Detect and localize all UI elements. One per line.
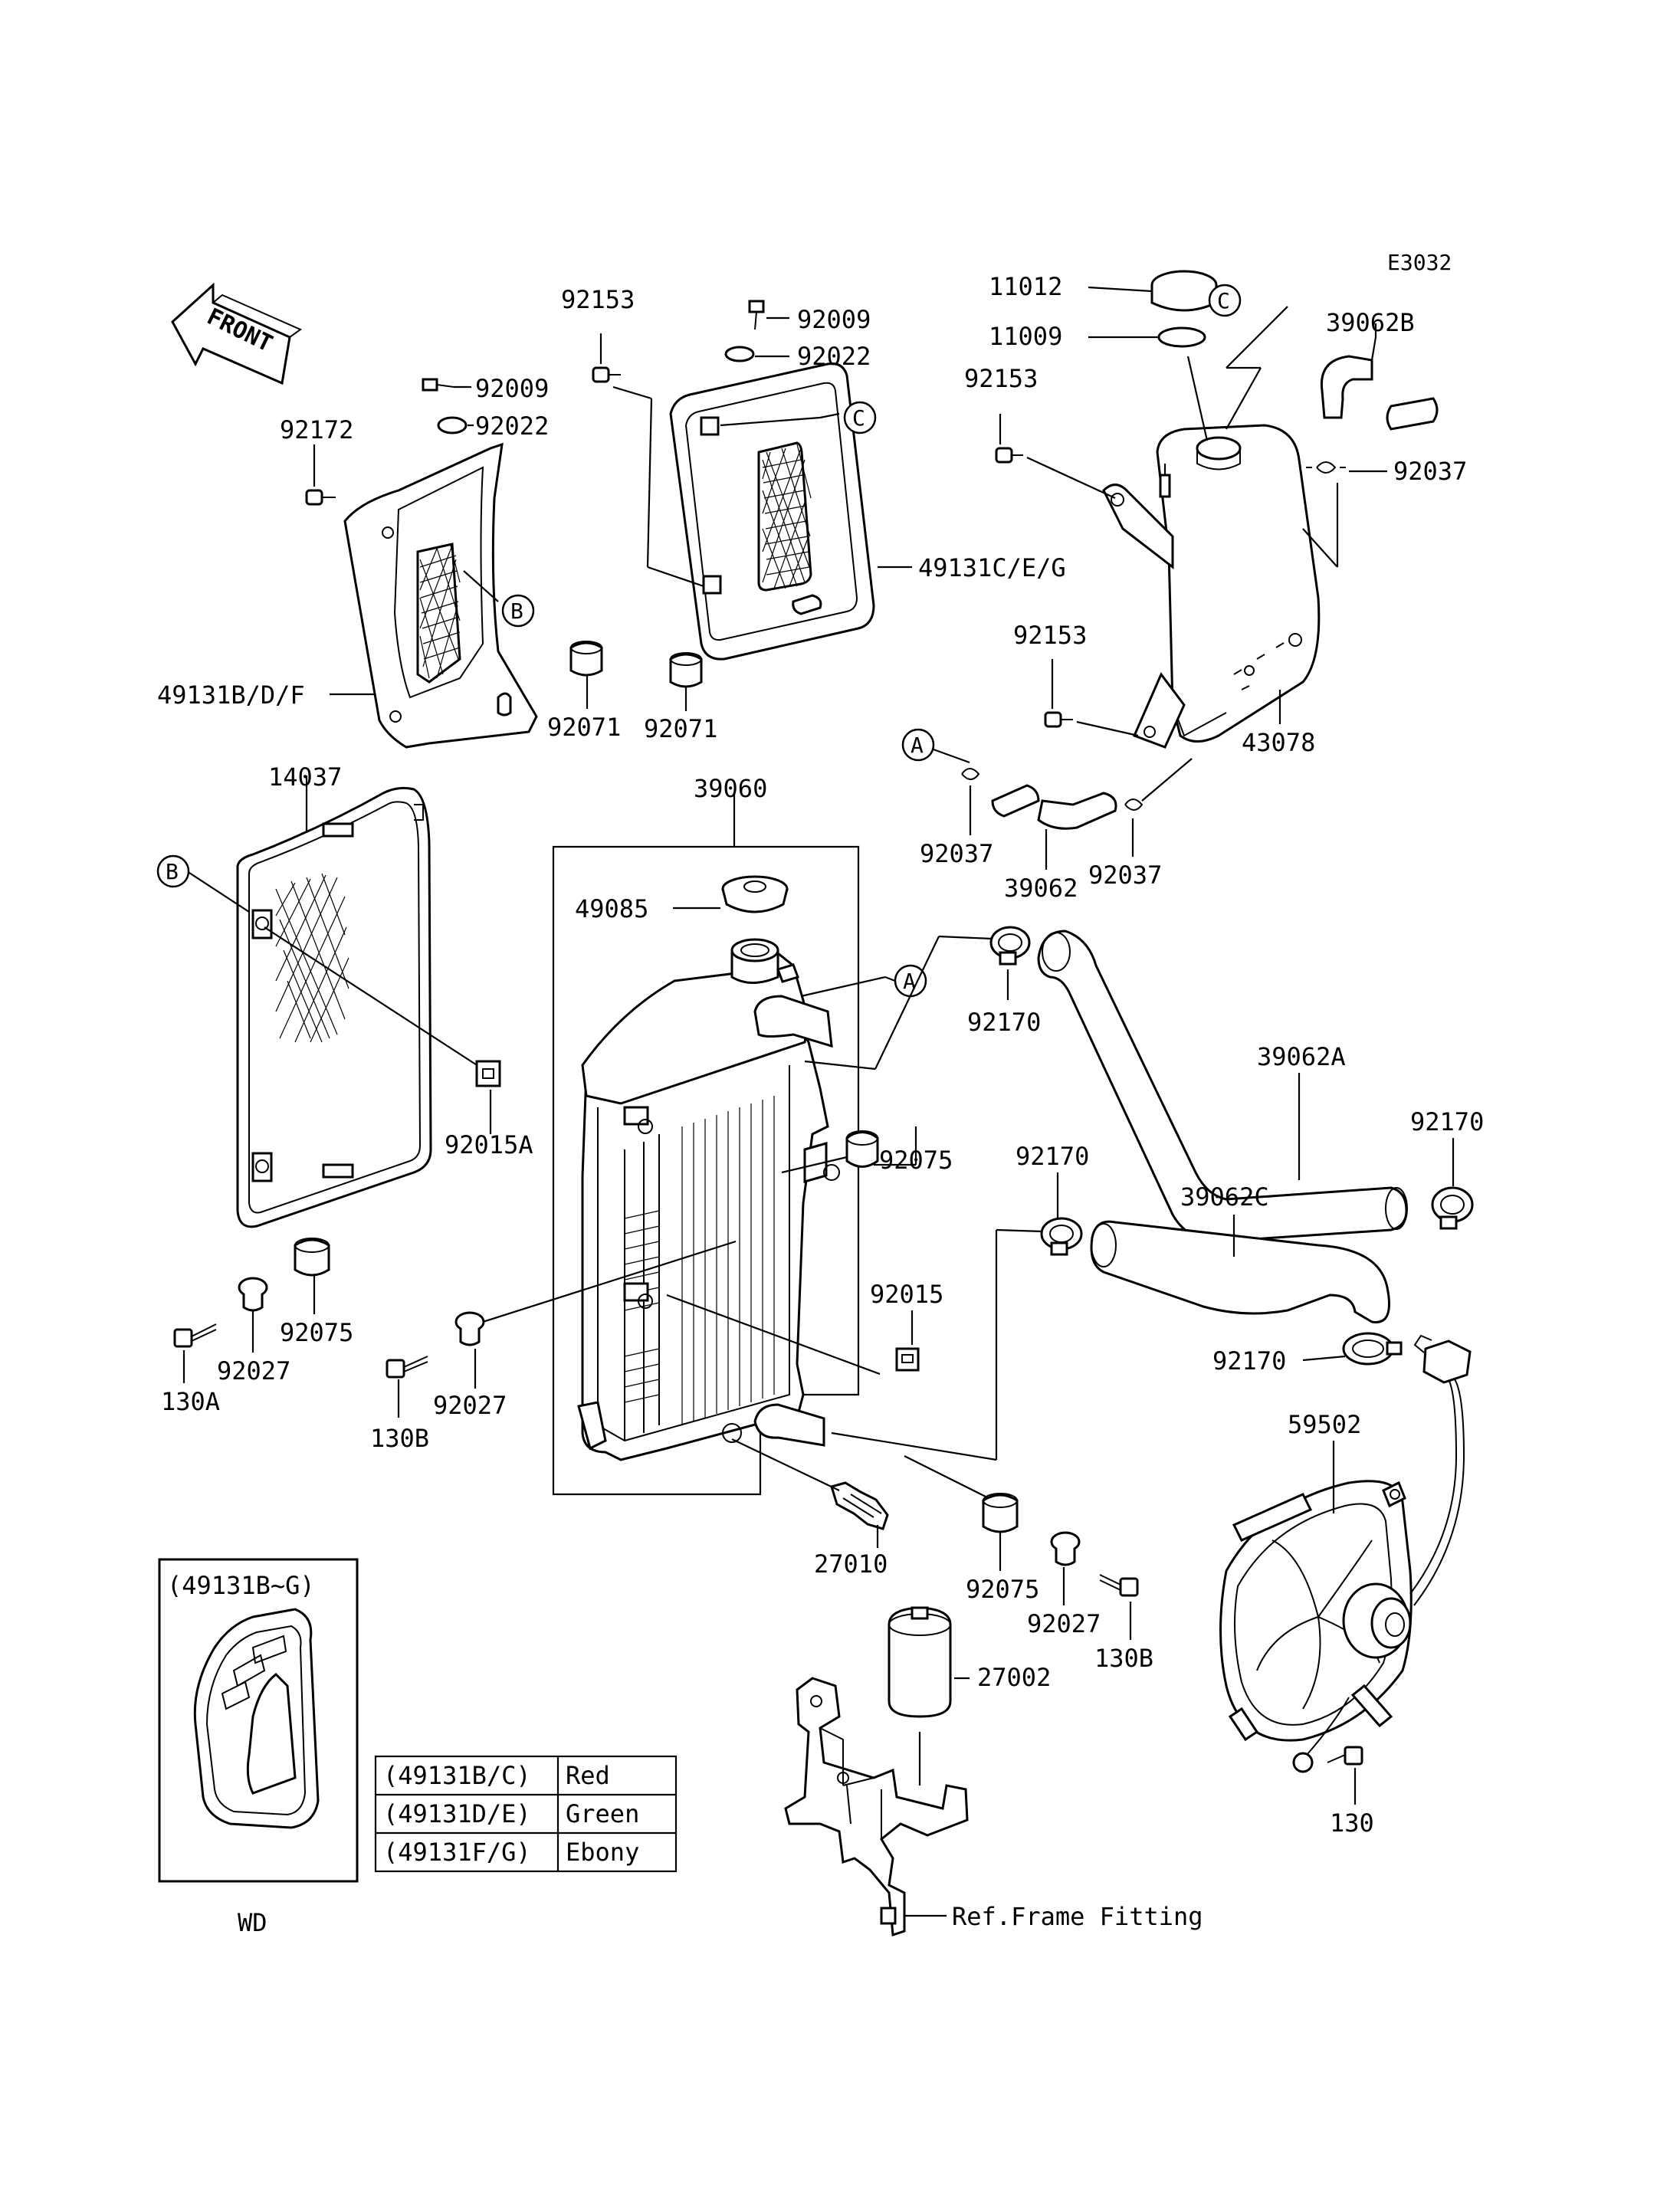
label-49131CEG: 49131C/E/G [918,553,1066,582]
label-92027-left: 92027 [217,1356,290,1385]
bolt-130B-right [1099,1574,1139,1597]
ref-circle-c-shroud: C [852,405,865,431]
temp-sensor-27010: 27010 [731,1438,889,1579]
lower-hose-39062C: 39062C 92170 92170 [831,1142,1403,1461]
label-39062A: 39062A [1257,1042,1346,1071]
label-11009: 11009 [989,322,1062,351]
clamp-92170-low [1342,1332,1403,1366]
grommet-92075-mid [845,1130,879,1168]
radiator-39060: 39060 49085 [552,774,943,1496]
color-table-color-3: Ebony [566,1838,639,1867]
screw-92009-left [422,378,454,392]
clamp-92170-right [1431,1186,1474,1230]
left-shroud-assembly: 49131B/D/F 92172 92009 92022 B [157,374,549,749]
grommet-92071-right [669,652,703,688]
decal-box-caption: WD [238,1908,267,1937]
screw-92153-tank-bottom [1044,711,1073,728]
label-130B-left: 130B [370,1424,429,1453]
label-92027-mid: 92027 [433,1391,507,1420]
label-27010: 27010 [814,1549,888,1579]
label-92037-top: 92037 [1393,457,1467,486]
bolt-130 [1327,1746,1363,1766]
part-27002-and-bracket: 27002 Ref.Frame Fitting [784,1606,1203,1937]
clip-92015A [475,1060,501,1087]
label-92015A: 92015A [445,1130,533,1159]
diagram-code: E3032 [1387,250,1452,275]
label-130B-right: 130B [1094,1644,1153,1673]
collar-92027-mid [454,1311,485,1346]
label-92022-right: 92022 [797,342,871,371]
label-49085: 49085 [575,894,648,923]
front-arrow-icon: FRONT [171,282,303,385]
label-39062: 39062 [1004,874,1078,903]
clamp-92170-top [989,926,1031,966]
label-27002: 27002 [977,1663,1051,1692]
label-92027-low: 92027 [1027,1609,1101,1638]
label-92022-left: 92022 [475,412,549,441]
decal-inset: (49131B~G) WD [158,1558,359,1937]
label-92009-right: 92009 [797,305,871,334]
label-92015: 92015 [870,1280,943,1309]
label-39062B: 39062B [1326,308,1415,337]
label-130: 130 [1330,1808,1374,1838]
bolt-130A [173,1323,217,1348]
collar-92027-low [1050,1531,1081,1566]
color-table-color-1: Red [566,1761,610,1790]
ref-circle-b-shroud: B [510,598,523,624]
label-92009-left: 92009 [475,374,549,403]
reserve-tank-assembly: 11012 11009 39062B 92037 [964,270,1467,757]
upper-hose-39062A: 39062A 92170 92170 [804,926,1484,1243]
label-92037-left: 92037 [920,839,993,868]
color-table-part-2: (49131D/E) [383,1799,531,1828]
ref-circle-c-tank: C [1217,288,1230,313]
label-39062C: 39062C [1180,1182,1269,1212]
label-11012: 11012 [989,272,1062,301]
color-table-part-3: (49131F/G) [383,1838,531,1867]
label-92153-tank-bottom: 92153 [1013,621,1087,650]
label-92037-right: 92037 [1088,861,1162,890]
ref-circle-a-radiator: A [903,969,916,994]
grommet-92075-left [294,1238,330,1277]
screw-92172 [305,489,336,506]
label-92153-shroud: 92153 [561,285,635,314]
right-shroud-assembly: 49131C/E/G 92153 92009 92022 C [561,285,1066,661]
label-39060: 39060 [694,774,767,803]
label-43078: 43078 [1242,728,1315,757]
label-92071-right: 92071 [644,714,717,743]
screw-92009-right [748,300,765,330]
radiator-guard-14037: 14037 B 92015A [156,762,533,1228]
label-92153-tank-top: 92153 [964,364,1038,393]
collar-92027-left [238,1277,268,1312]
label-92075-mid: 92075 [879,1146,953,1175]
decal-box-title: (49131B~G) [167,1571,315,1600]
label-49131BDF: 49131B/D/F [157,680,305,710]
color-table: (49131B/C) Red (49131D/E) Green (49131F/… [374,1755,678,1873]
grommet-92075-low [982,1493,1019,1533]
label-92071-left: 92071 [547,713,621,742]
label-92075-left: 92075 [280,1318,353,1347]
label-59502: 59502 [1288,1410,1361,1439]
color-table-color-2: Green [566,1799,639,1828]
color-table-part-1: (49131B/C) [383,1761,531,1790]
label-14037: 14037 [268,762,342,792]
label-92170-top: 92170 [967,1008,1041,1037]
cooling-fan-59502: 59502 [1219,1334,1472,1773]
label-92172: 92172 [280,415,353,444]
label-130A: 130A [161,1387,220,1416]
ref-circle-a-hose: A [911,733,924,758]
ref-circle-b-guard: B [166,859,179,884]
grommet-92071-left [569,641,603,677]
label-92170-mid: 92170 [1016,1142,1089,1171]
clamp-92170-mid [1040,1217,1083,1256]
label-92170-low: 92170 [1212,1346,1286,1376]
breather-hose-39062: A 92037 39062 92037 [901,728,1193,903]
screw-92153-tank-top [995,447,1023,464]
label-ref-frame: Ref.Frame Fitting [952,1902,1203,1931]
clip-92015 [895,1347,920,1372]
bolt-130B-left [386,1356,428,1379]
label-92170-right: 92170 [1410,1107,1484,1136]
label-92075-low: 92075 [966,1575,1039,1604]
